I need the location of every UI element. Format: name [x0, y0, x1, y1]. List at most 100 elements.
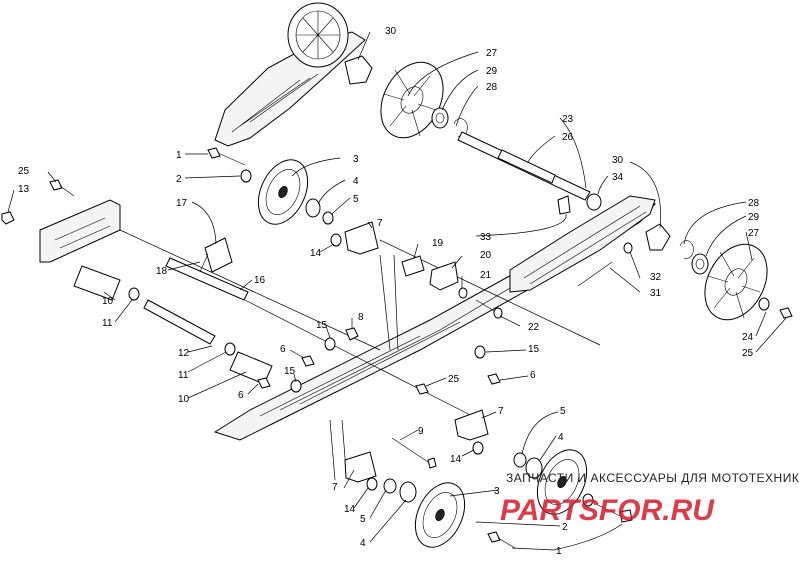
bolt-25-left: [49, 179, 75, 197]
bracket-20: [429, 261, 459, 291]
callout-label: 5: [360, 514, 366, 525]
washer-24: [758, 297, 770, 311]
bearing-4-lower-left: [399, 481, 417, 503]
washer-34: [586, 193, 602, 211]
idler-wheel-27-right: [704, 243, 768, 321]
callout-label: 34: [612, 172, 624, 183]
callout-label: 8: [358, 312, 364, 323]
callout-label: 10: [102, 296, 114, 307]
bolt-1-lower-left: [487, 531, 516, 549]
idler-wheel-27-upper: [380, 61, 444, 139]
nut-15-b: [324, 337, 336, 351]
bolt-25-center: [415, 383, 429, 395]
washer-5-lower-left: [383, 478, 397, 494]
callout-label: 20: [480, 250, 492, 261]
callout-label: 14: [310, 248, 322, 259]
callout-label: 3: [494, 486, 500, 497]
callout-label: 6: [280, 344, 286, 355]
callout-label: 2: [562, 522, 568, 533]
callout-label: 25: [18, 166, 30, 177]
bolt-6-b: [257, 377, 271, 389]
clip-33: [557, 195, 571, 215]
washer-11-lower: [224, 342, 236, 356]
pivot-arm-17: [199, 237, 233, 273]
washer-5-lower-right: [513, 452, 527, 468]
bracket-7-lower-right: [454, 409, 489, 441]
callout-label: 17: [176, 198, 188, 209]
nut-14-lower-right: [472, 441, 484, 455]
bearing-29-right: [691, 253, 709, 275]
callout-label: 7: [332, 482, 338, 493]
right-rail: [509, 195, 656, 293]
callout-label: 5: [353, 194, 359, 205]
callout-label: 6: [238, 390, 244, 401]
washer-11-upper: [128, 287, 140, 301]
callout-label: 25: [742, 348, 754, 359]
callout-label: 4: [558, 432, 564, 443]
bearing-4-lower-right: [525, 457, 543, 479]
callout-label: 15: [316, 320, 328, 331]
washer-5-upper: [322, 211, 334, 225]
shaft-12: [143, 299, 216, 345]
callout-label: 29: [486, 66, 498, 77]
bolt-25-right: [779, 307, 793, 319]
snap-ring-28-right: [679, 240, 694, 259]
nut-15-c: [474, 345, 486, 359]
callout-label: 18: [156, 266, 168, 277]
callout-label: 23: [562, 114, 574, 125]
rear-idler-wheel-upper: [287, 2, 349, 68]
callout-label: 28: [748, 198, 760, 209]
callout-label: 32: [650, 272, 662, 283]
bearing-29-upper: [431, 107, 449, 129]
bolt-1-lower-right: [595, 503, 633, 523]
callout-label: 7: [377, 218, 383, 229]
nut-8: [345, 327, 359, 341]
callout-label: 29: [748, 212, 760, 223]
idler-hub-30-right: [645, 223, 671, 251]
callout-label: 3: [353, 154, 359, 165]
tube-10-upper: [73, 265, 121, 301]
callout-label: 4: [353, 176, 359, 187]
callout-label: 26: [562, 132, 574, 143]
wheel-3-lower-left: [414, 482, 466, 548]
washer-21: [458, 287, 468, 299]
callout-label: 1: [176, 150, 182, 161]
nut-14-upper: [330, 233, 342, 247]
callout-label: 31: [650, 288, 662, 299]
callout-label: 30: [612, 155, 624, 166]
callout-label: 22: [528, 322, 540, 333]
wheel-3-lower-right: [536, 449, 588, 515]
bolt-6-c: [487, 373, 501, 385]
callout-label: 28: [486, 82, 498, 93]
callout-label: 21: [480, 270, 492, 281]
watermark: ЗАПЧАСТИ И АКСЕССУАРЫ ДЛЯ МОТОТЕХНИКИ PA…: [500, 471, 800, 527]
callout-label: 30: [385, 26, 397, 37]
callout-label: 33: [480, 232, 492, 243]
idler-hub-30-upper: [344, 55, 373, 85]
callout-label: 15: [284, 366, 296, 377]
callout-label: 16: [254, 275, 266, 286]
washer-32: [623, 242, 633, 254]
front-rail-left: [39, 199, 121, 263]
watermark-line2: PARTSFOR.RU: [500, 494, 715, 527]
bracket-7-upper: [344, 221, 379, 255]
callout-label: 4: [360, 538, 366, 549]
bolt-9: [391, 437, 437, 469]
bearing-4-upper: [305, 198, 321, 218]
nut-14-lower-left: [366, 477, 378, 491]
nut-13: [1, 211, 15, 225]
callout-label: 14: [450, 454, 462, 465]
bolt-31: [577, 261, 613, 287]
callout-label: 25: [448, 374, 460, 385]
washer-2-upper: [240, 169, 252, 183]
callout-label: 14: [344, 504, 356, 515]
bolt-22: [475, 299, 503, 319]
upper-shaft-16: [165, 257, 249, 301]
watermark-line1: ЗАПЧАСТИ И АКСЕССУАРЫ ДЛЯ МОТОТЕХНИКИ: [506, 471, 800, 485]
bolt-6-a: [301, 355, 315, 367]
callout-label: 13: [18, 184, 30, 195]
callout-label: 9: [418, 426, 424, 437]
callout-label: 10: [178, 394, 190, 405]
bolt-1-upper: [207, 147, 246, 166]
